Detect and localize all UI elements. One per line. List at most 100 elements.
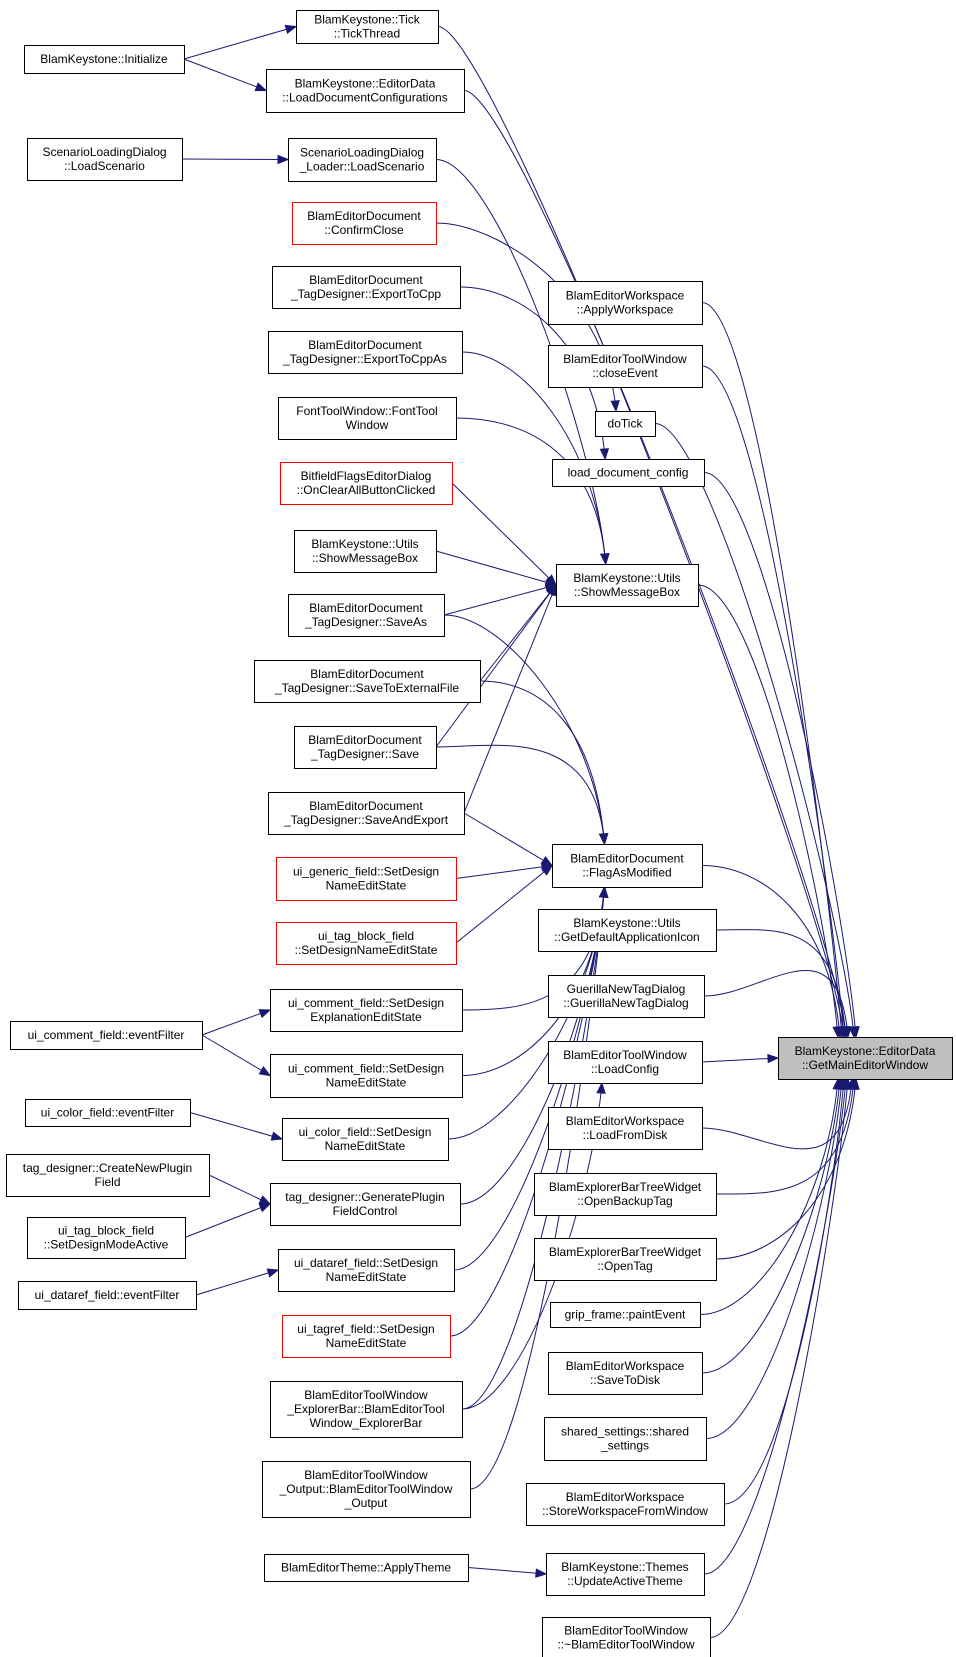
edge-scen_dialog-to-scen_loader: [181, 158, 289, 160]
node-save[interactable]: BlamEditorDocument_TagDesigner::Save: [294, 726, 437, 769]
node-get-main-window[interactable]: BlamKeystone::EditorData::GetMainEditorW…: [778, 1037, 953, 1080]
node-label-line: _TagDesigner::SaveToExternalFile: [274, 681, 459, 695]
node-box: [18, 1281, 197, 1310]
node-comment-explain[interactable]: ui_comment_field::SetDesignExplanationEd…: [270, 989, 463, 1032]
edge-save_as-to-utils_smb: [443, 584, 557, 616]
node-box: [270, 989, 463, 1032]
node-label-line: ui_dataref_field::SetDesign: [294, 1256, 438, 1270]
node-export-cpp-as[interactable]: BlamEditorDocument_TagDesigner::ExportTo…: [268, 331, 463, 374]
edge-shared_settings-to-get_main_window: [705, 1078, 843, 1439]
node-color-event[interactable]: ui_color_field::eventFilter: [25, 1099, 191, 1127]
edge-tool_load_config-to-get_main_window: [701, 1057, 779, 1063]
node-shared-settings[interactable]: shared_settings::shared_settings: [544, 1417, 707, 1461]
node-store-ws[interactable]: BlamEditorWorkspace::StoreWorkspaceFromW…: [526, 1483, 725, 1526]
node-tag-block-mode[interactable]: ui_tag_block_field::SetDesignModeActive: [27, 1217, 186, 1259]
node-label-line: ui_generic_field::SetDesign: [293, 865, 439, 879]
node-label-line: _TagDesigner::SaveAndExport: [283, 813, 449, 827]
edge-save-to-flag_modified: [435, 744, 605, 845]
node-box: [280, 462, 453, 505]
node-output-win[interactable]: BlamEditorToolWindow_Output::BlamEditorT…: [262, 1461, 471, 1518]
node-box: [546, 1553, 705, 1596]
node-do-tick[interactable]: doTick: [595, 411, 656, 437]
node-label-line: BlamEditorWorkspace: [566, 1359, 685, 1373]
node-dataref-event[interactable]: ui_dataref_field::eventFilter: [18, 1281, 197, 1310]
node-comment-name[interactable]: ui_comment_field::SetDesignNameEditState: [270, 1054, 463, 1098]
node-tick-thread[interactable]: BlamKeystone::Tick::TickThread: [296, 10, 439, 44]
node-load-doc-configs[interactable]: BlamKeystone::EditorData::LoadDocumentCo…: [266, 69, 465, 113]
edge-apply_theme-to-update_theme: [467, 1567, 547, 1575]
node-box: [548, 345, 703, 388]
node-open-backup[interactable]: BlamExplorerBarTreeWidget::OpenBackupTag: [534, 1173, 717, 1216]
edge-utils_smb-to-get_main_window: [697, 584, 839, 1038]
node-label-line: ::UpdateActiveTheme: [567, 1574, 683, 1588]
node-ws-save-disk[interactable]: BlamEditorWorkspace::SaveToDisk: [548, 1352, 703, 1395]
node-grip-paint[interactable]: grip_frame::paintEvent: [550, 1302, 701, 1328]
node-label-line: BlamKeystone::EditorData: [295, 77, 436, 91]
node-apply-theme[interactable]: BlamEditorTheme::ApplyTheme: [264, 1554, 469, 1582]
node-utils-smb-left[interactable]: BlamKeystone::Utils::ShowMessageBox: [294, 530, 437, 573]
node-box: [6, 1154, 210, 1197]
node-label-line: _Loader::LoadScenario: [299, 160, 425, 174]
node-label-line: ui_comment_field::SetDesign: [288, 1062, 444, 1076]
node-font-tool[interactable]: FontToolWindow::FontToolWindow: [278, 397, 457, 440]
node-label-line: BlamExplorerBarTreeWidget: [549, 1180, 702, 1194]
edge-grip_paint-to-get_main_window: [699, 1078, 839, 1315]
node-generic-field[interactable]: ui_generic_field::SetDesignNameEditState: [276, 857, 457, 901]
node-save-as[interactable]: BlamEditorDocument_TagDesigner::SaveAs: [288, 594, 445, 637]
edge-tool_destructor-to-get_main_window: [709, 1078, 849, 1638]
node-close-event[interactable]: BlamEditorToolWindow::closeEvent: [548, 345, 703, 388]
node-bitfield[interactable]: BitfieldFlagsEditorDialog::OnClearAllBut…: [280, 462, 453, 505]
node-tool-destructor[interactable]: BlamEditorToolWindow::~BlamEditorToolWin…: [542, 1617, 711, 1657]
edge-ws_save_disk-to-get_main_window: [701, 1078, 841, 1374]
node-comment-event[interactable]: ui_comment_field::eventFilter: [10, 1021, 203, 1050]
node-tagref-name[interactable]: ui_tagref_field::SetDesignNameEditState: [282, 1315, 451, 1358]
node-color-name[interactable]: ui_color_field::SetDesignNameEditState: [282, 1118, 449, 1161]
node-apply-ws[interactable]: BlamEditorWorkspace::ApplyWorkspace: [548, 281, 703, 325]
node-tag-block-field[interactable]: ui_tag_block_field::SetDesignNameEditSta…: [276, 922, 457, 965]
edge-guerilla_dialog-to-get_main_window: [703, 970, 849, 1038]
node-initialize[interactable]: BlamKeystone::Initialize: [24, 45, 185, 74]
node-label-line: ::GetMainEditorWindow: [802, 1058, 928, 1072]
node-save-export[interactable]: BlamEditorDocument_TagDesigner::SaveAndE…: [268, 792, 465, 835]
node-label-line: BlamEditorToolWindow: [304, 1388, 428, 1402]
node-label-line: BlamEditorDocument: [308, 733, 422, 747]
node-update-theme[interactable]: BlamKeystone::Themes::UpdateActiveTheme: [546, 1553, 705, 1596]
edge-tag_block_field-to-flag_modified: [455, 865, 553, 944]
edge-arrowhead: [277, 154, 290, 165]
node-label-line: NameEditState: [326, 1270, 407, 1284]
edge-store_ws-to-get_main_window: [723, 1078, 845, 1505]
node-scen-dialog[interactable]: ScenarioLoadingDialog::LoadScenario: [27, 138, 183, 181]
node-explorer-bar[interactable]: BlamEditorToolWindow_ExplorerBar::BlamEd…: [270, 1381, 463, 1438]
node-tool-load-config[interactable]: BlamEditorToolWindow::LoadConfig: [548, 1041, 703, 1084]
edge-load_doc_config-to-get_main_window: [703, 472, 857, 1038]
edge-dataref_event-to-dataref_name: [195, 1269, 279, 1296]
node-flag-modified[interactable]: BlamEditorDocument::FlagAsModified: [552, 844, 703, 888]
node-ws-load-disk[interactable]: BlamEditorWorkspace::LoadFromDisk: [548, 1107, 703, 1150]
node-utils-smb[interactable]: BlamKeystone::Utils::ShowMessageBox: [556, 564, 699, 607]
node-box: [254, 660, 481, 703]
node-export-cpp[interactable]: BlamEditorDocument_TagDesigner::ExportTo…: [272, 266, 461, 309]
node-guerilla-dialog[interactable]: GuerillaNewTagDialog::GuerillaNewTagDial…: [548, 975, 705, 1018]
node-box: [296, 10, 439, 44]
node-box: [542, 1617, 711, 1657]
edge-arrowhead: [284, 24, 298, 34]
node-save-ext[interactable]: BlamEditorDocument_TagDesigner::SaveToEx…: [254, 660, 481, 703]
node-box: [526, 1483, 725, 1526]
node-label-line: GuerillaNewTagDialog: [567, 982, 686, 996]
node-box: [292, 202, 437, 245]
node-dataref-name[interactable]: ui_dataref_field::SetDesignNameEditState: [278, 1249, 455, 1292]
node-label-line: ::SetDesignModeActive: [44, 1238, 169, 1252]
node-label-line: grip_frame::paintEvent: [565, 1308, 686, 1322]
node-label-line: BlamEditorTheme::ApplyTheme: [281, 1561, 451, 1575]
node-default-icon[interactable]: BlamKeystone::Utils::GetDefaultApplicati…: [538, 909, 717, 952]
node-load-doc-config[interactable]: load_document_config: [552, 459, 705, 487]
node-confirm-close[interactable]: BlamEditorDocument::ConfirmClose: [292, 202, 437, 245]
node-label-line: _Output::BlamEditorToolWindow: [279, 1482, 453, 1496]
node-box: [595, 411, 656, 437]
node-open-tag[interactable]: BlamExplorerBarTreeWidget::OpenTag: [534, 1238, 717, 1281]
node-label-line: _Output: [344, 1496, 388, 1510]
node-scen-loader[interactable]: ScenarioLoadingDialog_Loader::LoadScenar…: [288, 138, 437, 182]
node-label-line: ::closeEvent: [592, 366, 658, 380]
